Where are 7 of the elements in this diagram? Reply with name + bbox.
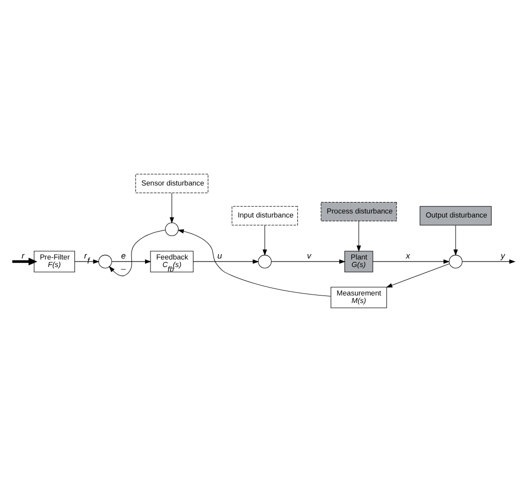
edge-label: r <box>21 250 24 260</box>
edge-label: e <box>120 250 126 260</box>
edge-label: y <box>500 250 504 260</box>
edge-label: – <box>120 262 126 273</box>
edge-label: v <box>306 250 311 260</box>
edge-label: u <box>216 250 222 260</box>
edge-label: x <box>405 250 410 260</box>
